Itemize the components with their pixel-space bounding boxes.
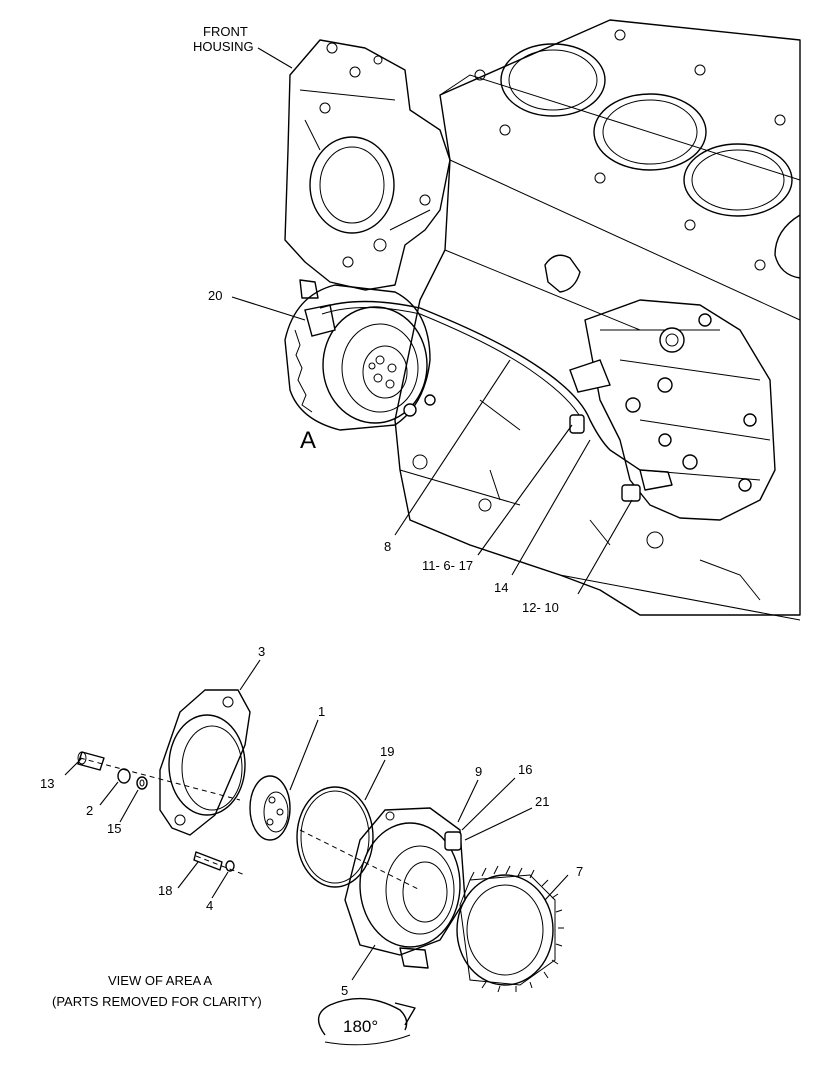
label-part-8: 8	[384, 539, 391, 554]
engine-block	[394, 19, 801, 621]
label-part-9: 9	[475, 764, 482, 779]
label-part-2: 2	[86, 803, 93, 818]
part-19-oring	[296, 786, 374, 888]
label-part-7: 7	[576, 864, 583, 879]
part-2	[117, 768, 131, 784]
label-part-3: 3	[258, 644, 265, 659]
filter-base	[569, 299, 776, 521]
label-part-16: 16	[518, 762, 532, 777]
label-part-18: 18	[158, 883, 172, 898]
label-part-4: 4	[206, 898, 213, 913]
label-part-21: 21	[535, 794, 549, 809]
leader-lines	[64, 47, 633, 981]
part-7-gear	[456, 865, 564, 993]
part-1-rotor	[195, 775, 291, 876]
label-part-20: 20	[208, 288, 222, 303]
front-housing	[284, 39, 451, 291]
part-9-housing	[299, 807, 466, 969]
rotate-label: 180°	[343, 1017, 378, 1036]
part-15	[136, 776, 148, 790]
label-part-19: 19	[380, 744, 394, 759]
label-part-11-6-17: 11- 6- 17	[422, 558, 473, 573]
label-part-14: 14	[494, 580, 508, 595]
label-front-housing-line2: HOUSING	[193, 39, 254, 54]
label-part-13: 13	[40, 776, 54, 791]
part-4	[225, 860, 235, 872]
view-caption-line1: VIEW OF AREA A	[108, 973, 212, 988]
label-area-a: A	[300, 427, 316, 454]
tube-8	[319, 300, 641, 471]
label-front-housing-line1: FRONT	[203, 24, 248, 39]
pump-assembly	[284, 279, 436, 431]
label-part-15: 15	[107, 821, 121, 836]
label-part-1: 1	[318, 704, 325, 719]
part-18-pin	[193, 851, 223, 871]
view-caption-line2: (PARTS REMOVED FOR CLARITY)	[52, 994, 262, 1009]
part-3-plate	[79, 689, 251, 836]
label-part-12-10: 12- 10	[522, 600, 559, 615]
label-part-5: 5	[341, 983, 348, 998]
rotate-arrow	[317, 997, 416, 1046]
